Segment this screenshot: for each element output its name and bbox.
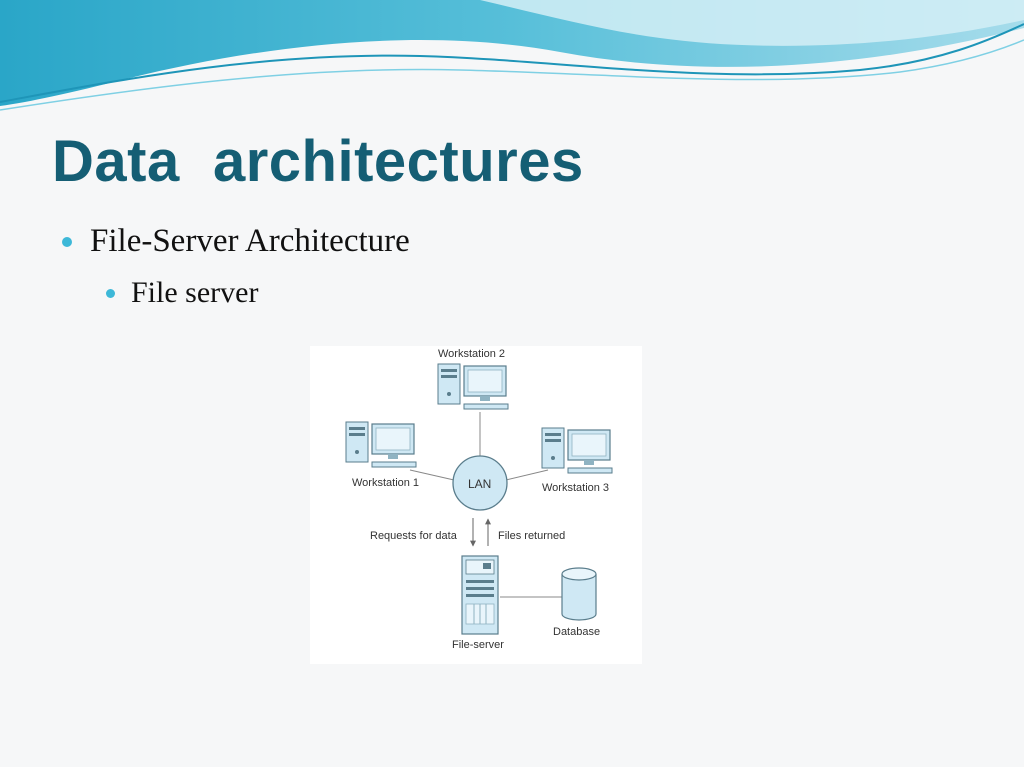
bullet-text: File-Server Architecture (90, 223, 410, 259)
header-wave-decoration (0, 0, 1024, 111)
workstation-3-icon (541, 427, 613, 474)
file-server-icon (461, 555, 499, 635)
file-server-label: File-server (452, 639, 504, 651)
database-label: Database (553, 626, 600, 638)
link-workstation-3-lan (505, 469, 549, 481)
workstation-1-label: Workstation 1 (352, 477, 419, 489)
bullet-level-2: File server (106, 276, 258, 310)
lan-label: LAN (468, 477, 491, 491)
lan-node (452, 455, 508, 511)
workstation-3-label: Workstation 3 (542, 482, 609, 494)
link-workstation-1-lan (409, 469, 455, 481)
bullet-level-1: File-Server Architecture (62, 223, 410, 260)
database-icon (561, 567, 597, 621)
slide-title: Data architectures (52, 129, 584, 194)
workstation-2-label: Workstation 2 (438, 348, 505, 360)
file-server-architecture-diagram: Workstation 2 Workstation 1 Workstation … (310, 346, 642, 664)
files-returned-label: Files returned (498, 530, 565, 542)
requests-label: Requests for data (370, 530, 458, 542)
bullet-dot-icon (62, 236, 72, 247)
workstation-1-icon (345, 421, 417, 468)
workstation-2-icon (437, 363, 509, 410)
bullet-text: File server (131, 276, 259, 309)
bullet-dot-icon (106, 288, 115, 298)
